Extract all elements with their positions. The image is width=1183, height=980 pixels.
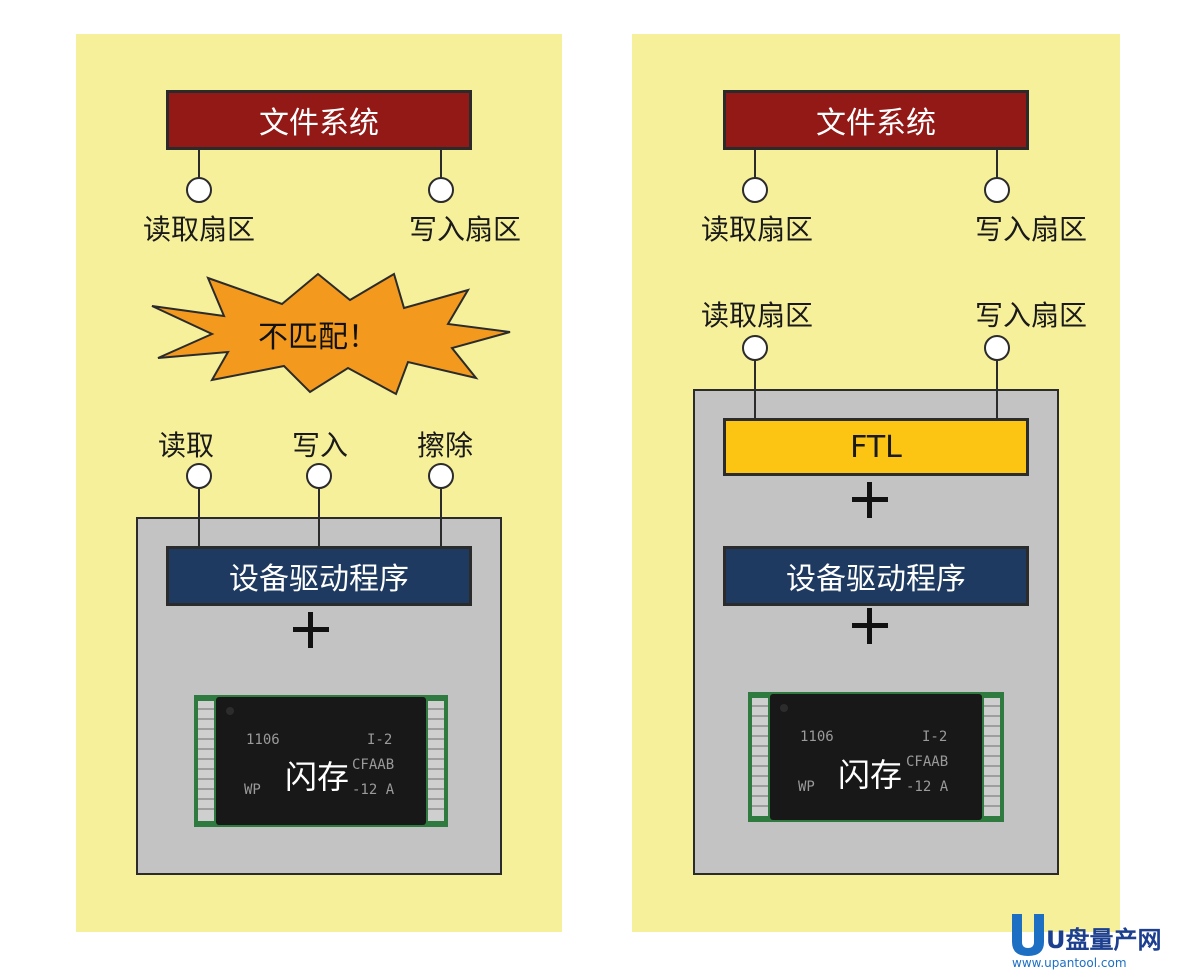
left-write-sector-label: 写入扇区 [408, 213, 521, 246]
left-write-port [306, 463, 332, 489]
watermark-site-name: U盘量产网 [1046, 926, 1162, 954]
right-plus-icon-2 [852, 608, 888, 644]
right-flash-label: 闪存 [838, 756, 903, 794]
left-write-sector-port [428, 177, 454, 203]
right-read-connector [754, 361, 756, 419]
right-chip-code-4: CFAAB [906, 754, 949, 770]
right-file-system-box: 文件系统 [723, 90, 1029, 150]
left-chip-code-2: I-2 [367, 732, 393, 748]
left-read-label: 读取 [157, 429, 214, 462]
left-chip-code-5: -12 A [352, 782, 395, 798]
right-driver-box: 设备驱动程序 [723, 546, 1029, 606]
right-write-sector-port-bottom [984, 335, 1010, 361]
right-read-sector-label-top: 读取扇区 [700, 213, 813, 246]
right-read-sector-port-top [742, 177, 768, 203]
left-read-sector-port [186, 177, 212, 203]
left-flash-label: 闪存 [285, 758, 350, 796]
right-write-sector-label-top: 写入扇区 [974, 213, 1087, 246]
watermark-logo-icon [1008, 912, 1048, 958]
right-chip-code-2: I-2 [922, 729, 948, 745]
left-write-connector [318, 489, 320, 547]
left-erase-connector [440, 489, 442, 547]
right-write-sector-label-bottom: 写入扇区 [974, 299, 1087, 332]
left-file-system-box: 文件系统 [166, 90, 472, 150]
watermark-url: www.upantool.com [1012, 956, 1127, 970]
mismatch-text: 不匹配！ [258, 320, 378, 355]
right-chip-code-1: 1106 [800, 729, 834, 745]
right-file-system-label: 文件系统 [816, 106, 936, 141]
right-chip-code-3: WP [798, 779, 815, 795]
right-flash-chip-icon [748, 692, 1004, 822]
left-chip-code-3: WP [244, 782, 261, 798]
right-driver-label: 设备驱动程序 [786, 562, 966, 597]
left-driver-box: 设备驱动程序 [166, 546, 472, 606]
left-plus-icon [293, 612, 329, 648]
right-fs-read-connector [754, 150, 756, 178]
left-driver-label: 设备驱动程序 [229, 562, 409, 597]
left-fs-write-connector [440, 150, 442, 178]
right-chip-code-5: -12 A [906, 779, 949, 795]
left-fs-read-connector [198, 150, 200, 178]
right-write-connector [996, 361, 998, 419]
left-erase-label: 擦除 [416, 429, 473, 462]
left-flash-chip-icon [194, 695, 448, 827]
right-fs-write-connector [996, 150, 998, 178]
ftl-label: FTL [850, 429, 902, 465]
left-read-connector [198, 489, 200, 547]
mismatch-burst-icon [151, 272, 511, 396]
left-write-label: 写入 [291, 429, 348, 462]
right-plus-icon-1 [852, 482, 888, 518]
left-chip-code-1: 1106 [246, 732, 280, 748]
right-read-sector-port-bottom [742, 335, 768, 361]
ftl-box: FTL [723, 418, 1029, 476]
left-erase-port [428, 463, 454, 489]
left-read-port [186, 463, 212, 489]
right-write-sector-port-top [984, 177, 1010, 203]
right-read-sector-label-bottom: 读取扇区 [700, 299, 813, 332]
left-read-sector-label: 读取扇区 [142, 213, 255, 246]
left-chip-code-4: CFAAB [352, 757, 395, 773]
left-file-system-label: 文件系统 [259, 106, 379, 141]
